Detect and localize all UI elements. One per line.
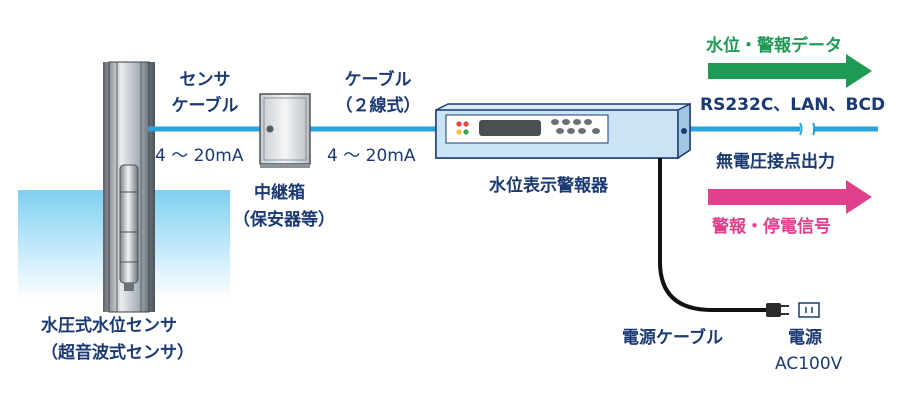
- sensor-name-label: 水圧式水位センサ: [41, 316, 177, 336]
- data-output-arrow: [708, 54, 872, 88]
- dry-contact-label: 無電圧接点出力: [716, 152, 835, 172]
- display-alarm-unit-icon: [435, 102, 691, 160]
- junction-box-icon: [259, 93, 311, 168]
- power-plug-icon: [766, 303, 789, 317]
- power-cable-label: 電源ケーブル: [622, 328, 723, 348]
- junction-box-note: （保安器等）: [233, 210, 335, 230]
- interfaces-label: RS232C、LAN、BCD: [700, 95, 886, 115]
- sensor-cable-label-line1: センサ: [179, 70, 231, 90]
- cable-label-line1: ケーブル: [344, 70, 412, 90]
- alarm-output-label: 警報・停電信号: [712, 217, 831, 237]
- power-label: 電源: [788, 328, 822, 348]
- power-cable: [658, 158, 768, 312]
- sensor-alt-label: （超音波式センサ）: [41, 343, 194, 363]
- signal-left-label: 4 ～ 20mA: [155, 146, 244, 166]
- cable-break-mark: [799, 122, 816, 136]
- signal-mid-label: 4 ～ 20mA: [327, 146, 416, 166]
- alarm-output-arrow: [708, 180, 872, 214]
- sensor-cable-label-line2: ケーブル: [171, 96, 239, 116]
- pressure-sensor-icon: [119, 164, 139, 291]
- data-output-label: 水位・警報データ: [706, 36, 842, 56]
- power-outlet-icon: [798, 302, 820, 318]
- junction-box-name: 中継箱: [254, 183, 305, 203]
- cable-label-line2: （２線式）: [335, 96, 421, 116]
- display-unit-label: 水位表示警報器: [489, 176, 608, 196]
- power-spec-label: AC100V: [775, 354, 843, 374]
